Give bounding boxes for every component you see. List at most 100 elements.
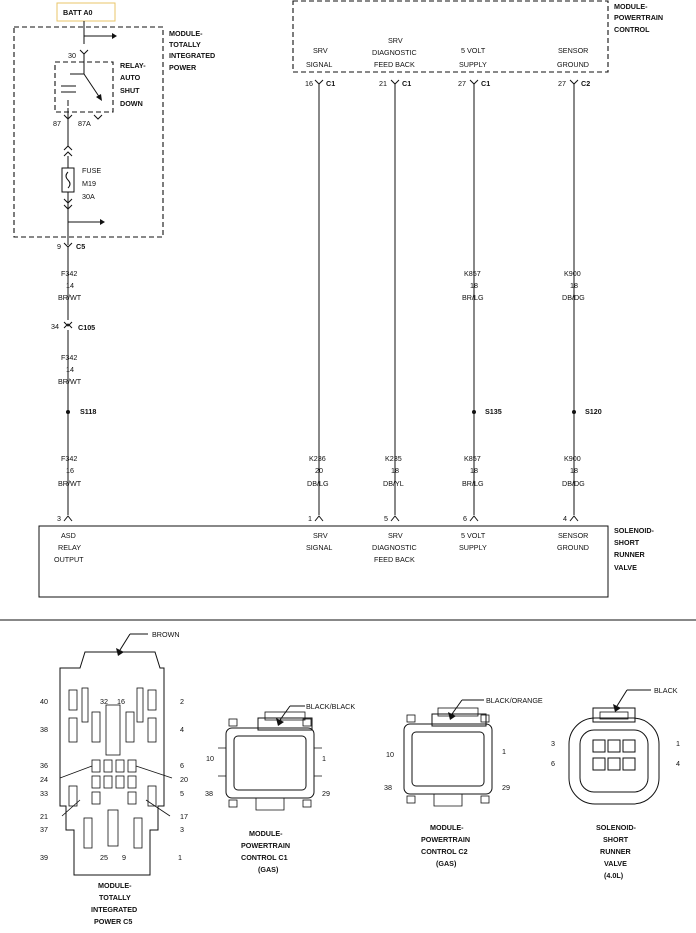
svg-text:1: 1 xyxy=(322,754,326,763)
svg-text:(GAS): (GAS) xyxy=(258,865,279,874)
svg-text:6: 6 xyxy=(180,761,184,770)
svg-text:5: 5 xyxy=(180,789,184,798)
wire-k857-line: K857 18 BR/LG S135 K857 18 BR/LG xyxy=(462,84,502,515)
svg-text:VALVE: VALVE xyxy=(604,859,627,868)
svg-text:DB/DG: DB/DG xyxy=(562,479,585,488)
svg-text:FUSE: FUSE xyxy=(82,166,101,175)
svg-text:BROWN: BROWN xyxy=(152,630,180,639)
svg-text:GROUND: GROUND xyxy=(557,60,589,69)
svg-text:MODULE-: MODULE- xyxy=(430,823,464,832)
svg-text:24: 24 xyxy=(40,775,48,784)
svg-text:SHORT: SHORT xyxy=(603,835,629,844)
svg-text:C1: C1 xyxy=(481,79,490,88)
valve-pin-6: 6 5 VOLT SUPPLY xyxy=(459,514,487,552)
svg-text:BR/LG: BR/LG xyxy=(462,293,484,302)
svg-text:SHUT: SHUT xyxy=(120,86,140,95)
svg-text:21: 21 xyxy=(40,812,48,821)
svg-text:S118: S118 xyxy=(80,407,96,416)
asd-relay: RELAY- AUTO SHUT DOWN 87 87A xyxy=(53,61,146,157)
svg-text:14: 14 xyxy=(66,281,74,290)
svg-text:CONTROL C1: CONTROL C1 xyxy=(241,853,288,862)
svg-text:4: 4 xyxy=(180,725,184,734)
svg-text:BR/WT: BR/WT xyxy=(58,479,82,488)
svg-text:C1: C1 xyxy=(402,79,411,88)
svg-text:RUNNER: RUNNER xyxy=(600,847,632,856)
svg-text:18: 18 xyxy=(570,466,578,475)
svg-text:TOTALLY: TOTALLY xyxy=(99,893,131,902)
svg-text:1: 1 xyxy=(676,739,680,748)
svg-text:SHORT: SHORT xyxy=(614,538,640,547)
svg-text:CONTROL: CONTROL xyxy=(614,25,650,34)
svg-text:BR/WT: BR/WT xyxy=(58,293,82,302)
svg-text:14: 14 xyxy=(66,365,74,374)
svg-text:DIAGNOSTIC: DIAGNOSTIC xyxy=(372,543,417,552)
asd-feed-wire: 30 xyxy=(68,21,117,66)
srv-connector-view: BLACK 3 1 6 4 SOLENOID- SHORT RUNNER VAL… xyxy=(551,686,680,880)
svg-text:5: 5 xyxy=(384,514,388,523)
wire-f342-a: F342 14 BR/WT xyxy=(58,269,82,302)
svg-text:25: 25 xyxy=(100,853,108,862)
wire-f342-c: F342 16 BR/WT xyxy=(58,454,82,488)
svg-text:BLACK/ORANGE: BLACK/ORANGE xyxy=(486,696,543,705)
svg-text:C1: C1 xyxy=(326,79,335,88)
svg-text:F342: F342 xyxy=(61,454,77,463)
svg-text:5 VOLT: 5 VOLT xyxy=(461,46,486,55)
svg-text:K900: K900 xyxy=(564,269,581,278)
svg-text:BLACK/BLACK: BLACK/BLACK xyxy=(306,702,355,711)
srv-solenoid-module: SOLENOID- SHORT RUNNER VALVE xyxy=(38,525,655,598)
pcm-module: MODULE- POWERTRAIN CONTROL xyxy=(292,0,663,73)
svg-text:SRV: SRV xyxy=(313,46,328,55)
pcm-pin-srv-diagnostic: SRV DIAGNOSTIC FEED BACK 21 C1 xyxy=(372,36,417,88)
svg-text:S135: S135 xyxy=(485,407,502,416)
splice-s118: S118 xyxy=(66,407,96,416)
wire-f342-b: F342 14 BR/WT xyxy=(58,353,82,386)
svg-text:SUPPLY: SUPPLY xyxy=(459,60,487,69)
svg-text:BATT A0: BATT A0 xyxy=(63,8,93,17)
pcm-c1-connector-view: BLACK/BLACK 10 1 38 29 MODULE- POWERTRAI… xyxy=(205,702,355,874)
svg-text:33: 33 xyxy=(40,789,48,798)
svg-text:POWER: POWER xyxy=(169,63,197,72)
svg-text:10: 10 xyxy=(386,750,394,759)
svg-text:F342: F342 xyxy=(61,269,77,278)
tipm-c5-connector-view: BROWN 40 32 16 2 38 4 36 xyxy=(40,630,188,926)
svg-text:MODULE-: MODULE- xyxy=(614,2,648,11)
pcm-pin-5v-supply: 5 VOLT SUPPLY 27 C1 xyxy=(458,46,490,88)
pcm-c2-connector-view: BLACK/ORANGE 10 1 38 29 MODULE- POWERTRA… xyxy=(384,696,543,868)
svg-text:16: 16 xyxy=(117,697,125,706)
svg-text:1: 1 xyxy=(308,514,312,523)
svg-text:K857: K857 xyxy=(464,454,481,463)
svg-text:SOLENOID-: SOLENOID- xyxy=(614,526,655,535)
svg-text:36: 36 xyxy=(40,761,48,770)
svg-text:18: 18 xyxy=(391,466,399,475)
svg-text:30: 30 xyxy=(68,51,76,60)
svg-text:SRV: SRV xyxy=(313,531,328,540)
pcm-pin-srv-signal: SRV SIGNAL 16 C1 xyxy=(305,46,335,88)
valve-pin-3: 3 ASD RELAY OUTPUT xyxy=(54,514,84,564)
svg-text:1: 1 xyxy=(178,853,182,862)
svg-text:2: 2 xyxy=(180,697,184,706)
svg-text:29: 29 xyxy=(322,789,330,798)
wire-k900-line: K900 18 DB/DG S120 K900 18 DB/DG xyxy=(562,84,602,515)
svg-text:VALVE: VALVE xyxy=(614,563,637,572)
svg-text:C105: C105 xyxy=(78,323,95,332)
svg-text:18: 18 xyxy=(470,281,478,290)
svg-text:ASD: ASD xyxy=(61,531,76,540)
svg-text:10: 10 xyxy=(206,754,214,763)
valve-pin-5: 5 SRV DIAGNOSTIC FEED BACK xyxy=(372,514,417,564)
svg-text:BLACK: BLACK xyxy=(654,686,678,695)
svg-text:RUNNER: RUNNER xyxy=(614,550,646,559)
svg-text:3: 3 xyxy=(180,825,184,834)
svg-text:BR/LG: BR/LG xyxy=(462,479,484,488)
svg-text:9: 9 xyxy=(122,853,126,862)
svg-text:FEED BACK: FEED BACK xyxy=(374,555,415,564)
svg-text:SRV: SRV xyxy=(388,36,403,45)
svg-text:16: 16 xyxy=(66,466,74,475)
svg-text:27: 27 xyxy=(558,79,566,88)
svg-text:POWERTRAIN: POWERTRAIN xyxy=(241,841,290,850)
svg-text:DOWN: DOWN xyxy=(120,99,143,108)
svg-text:39: 39 xyxy=(40,853,48,862)
svg-text:6: 6 xyxy=(463,514,467,523)
svg-text:4: 4 xyxy=(563,514,567,523)
svg-text:K235: K235 xyxy=(385,454,402,463)
wire-k235-line: K235 18 DB/YL xyxy=(383,84,404,515)
